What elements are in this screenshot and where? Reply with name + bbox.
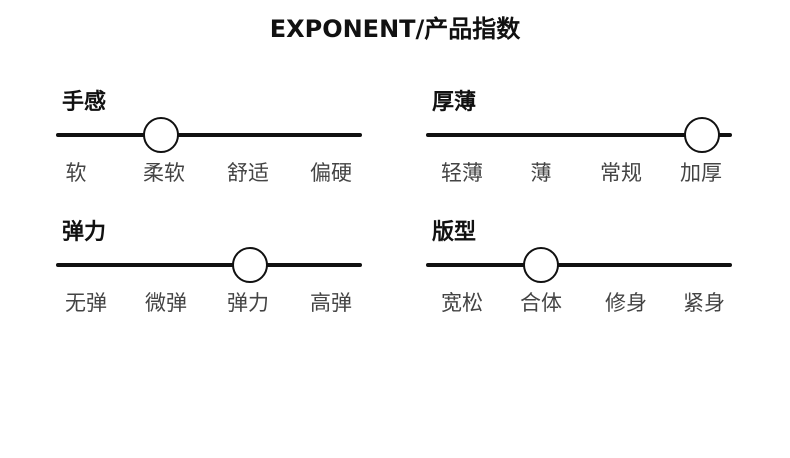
level-label: 薄 <box>530 161 552 185</box>
level-row: 无弹 微弹 弹力 高弹 <box>56 288 366 318</box>
index-slider-knob <box>143 117 179 153</box>
index-slider-track <box>426 247 732 283</box>
level-label: 微弹 <box>145 291 187 315</box>
index-slider-track <box>56 117 362 153</box>
level-row: 轻薄 薄 常规 加厚 <box>426 158 736 188</box>
index-slider-knob <box>684 117 720 153</box>
level-row: 宽松 合体 修身 紧身 <box>426 288 736 318</box>
index-slider-track <box>426 117 732 153</box>
level-label: 舒适 <box>227 161 269 185</box>
index-label: 厚薄 <box>432 90 477 115</box>
level-label: 高弹 <box>310 291 352 315</box>
level-label: 加厚 <box>680 161 722 185</box>
index-fit: 版型 宽松 合体 修身 紧身 <box>426 218 736 328</box>
level-label: 弹力 <box>227 291 269 315</box>
index-hand-feel: 手感 软 柔软 舒适 偏硬 <box>56 88 366 198</box>
index-thickness: 厚薄 轻薄 薄 常规 加厚 <box>426 88 736 198</box>
index-elasticity: 弹力 无弹 微弹 弹力 高弹 <box>56 218 366 328</box>
level-label: 软 <box>65 161 87 185</box>
level-label: 合体 <box>520 291 562 315</box>
index-label: 手感 <box>62 90 107 115</box>
index-slider-knob <box>232 247 268 283</box>
index-slider-knob <box>523 247 559 283</box>
level-label: 常规 <box>600 161 642 185</box>
level-row: 软 柔软 舒适 偏硬 <box>56 158 366 188</box>
level-label: 修身 <box>605 291 647 315</box>
page-title: EXPONENT/产品指数 <box>269 15 521 43</box>
index-slider-track <box>56 247 362 283</box>
level-label: 紧身 <box>683 291 725 315</box>
index-label: 弹力 <box>62 220 107 245</box>
level-label: 宽松 <box>441 291 483 315</box>
level-label: 轻薄 <box>441 161 483 185</box>
index-label: 版型 <box>432 220 477 245</box>
level-label: 柔软 <box>143 161 185 185</box>
level-label: 偏硬 <box>310 161 352 185</box>
level-label: 无弹 <box>65 291 107 315</box>
